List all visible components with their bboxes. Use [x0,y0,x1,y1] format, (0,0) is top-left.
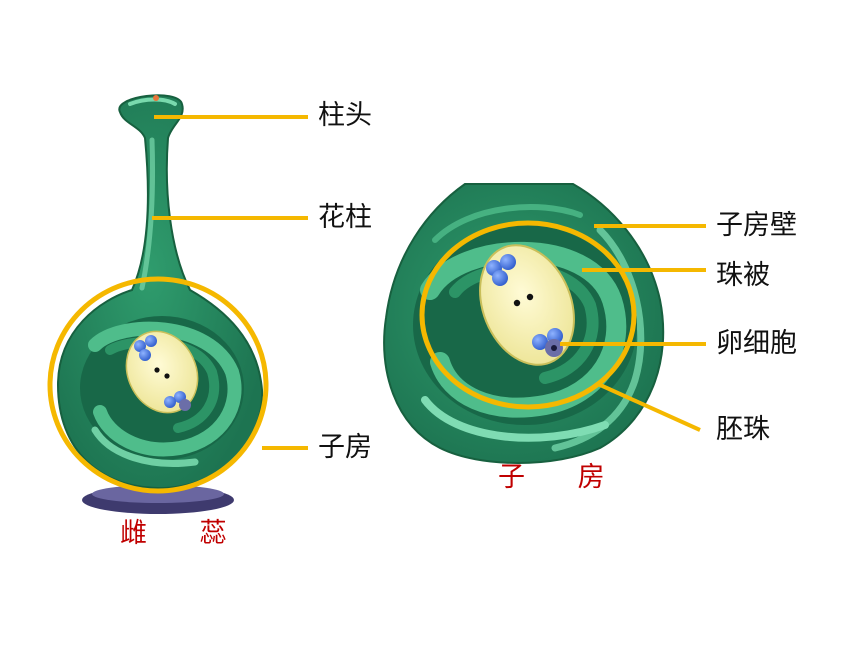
ovule-highlight-ring [419,220,637,410]
ovary-highlight-ring [47,276,269,494]
label-egg-cell: 卵细胞 [716,328,797,359]
label-style: 花柱 [318,202,372,233]
label-stigma: 柱头 [318,100,372,131]
pistil-drawing [47,94,308,514]
caption-ovary: 子 房 [498,462,627,493]
label-ovary-wall: 子房壁 [716,210,797,241]
ovary-detail-drawing [383,183,706,464]
label-ovule: 胚珠 [716,414,770,445]
label-ovary: 子房 [318,432,372,463]
label-integument: 珠被 [716,260,770,291]
caption-pistil: 雌 蕊 [120,518,249,549]
ovule-leader-line [597,382,701,432]
